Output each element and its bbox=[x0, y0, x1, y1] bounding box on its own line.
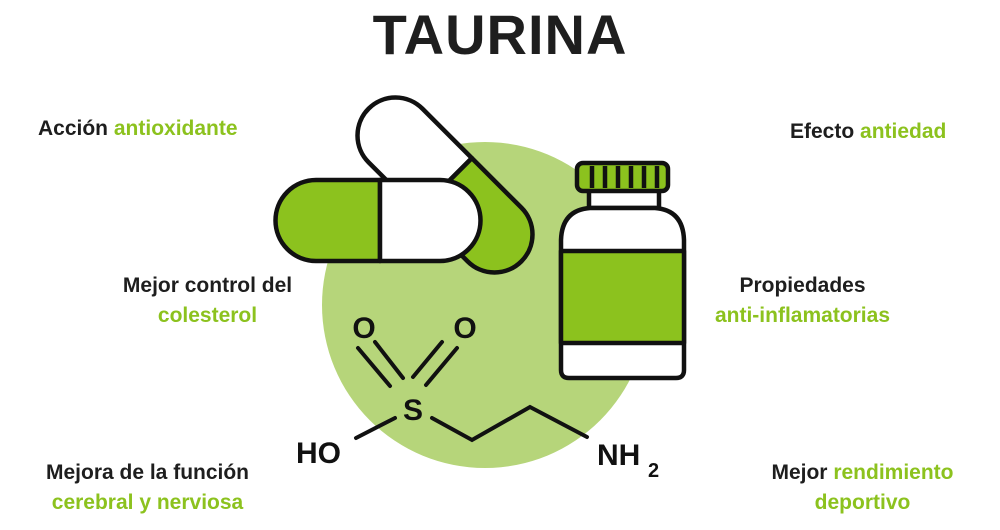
taurine-molecule-icon bbox=[354, 340, 589, 443]
benefit-text-green: anti-inflamatorias bbox=[714, 304, 891, 327]
benefit-text-dark: Acción bbox=[38, 117, 109, 140]
hydroxyl-label: HO bbox=[296, 437, 341, 470]
molecule-labels: O O S HO NH 2 bbox=[296, 312, 659, 482]
sulfur-label: S bbox=[403, 394, 423, 427]
benefit-cholesterol: Mejor control del colesterol bbox=[100, 271, 315, 331]
benefit-brain-function: Mejora de la función cerebral y nerviosa bbox=[30, 458, 265, 518]
benefit-text-green: rendimiento bbox=[833, 461, 954, 484]
supplement-bottle-icon bbox=[558, 160, 687, 381]
benefit-sports-performance: Mejor rendimiento deportivo bbox=[755, 458, 970, 518]
capsule-pills-icon bbox=[273, 95, 535, 275]
oxygen-right-label: O bbox=[453, 312, 476, 345]
benefit-anti-inflammatory: Propiedades anti-inflamatorias bbox=[700, 271, 905, 331]
benefit-text-green: antioxidante bbox=[113, 117, 238, 140]
benefit-text-dark: Mejora de la función bbox=[45, 461, 250, 484]
benefit-text-green-line2: deportivo bbox=[814, 491, 911, 514]
benefit-antiaging: Efecto antiedad bbox=[790, 117, 946, 147]
benefit-text-dark: Mejor bbox=[771, 461, 828, 484]
benefit-text-green: colesterol bbox=[157, 304, 258, 327]
benefit-text-green: cerebral y nerviosa bbox=[51, 491, 244, 514]
page-title: TAURINA bbox=[372, 3, 628, 66]
benefit-text-dark: Mejor control del bbox=[122, 274, 293, 297]
benefit-antioxidant: Acción antioxidante bbox=[38, 114, 238, 144]
benefit-text-green: antiedad bbox=[860, 120, 947, 143]
oxygen-left-label: O bbox=[352, 312, 375, 345]
benefit-text-dark: Efecto bbox=[790, 120, 855, 143]
amine-label: NH bbox=[597, 439, 640, 472]
amine-subscript: 2 bbox=[648, 460, 659, 482]
benefit-text-dark: Propiedades bbox=[739, 274, 866, 297]
